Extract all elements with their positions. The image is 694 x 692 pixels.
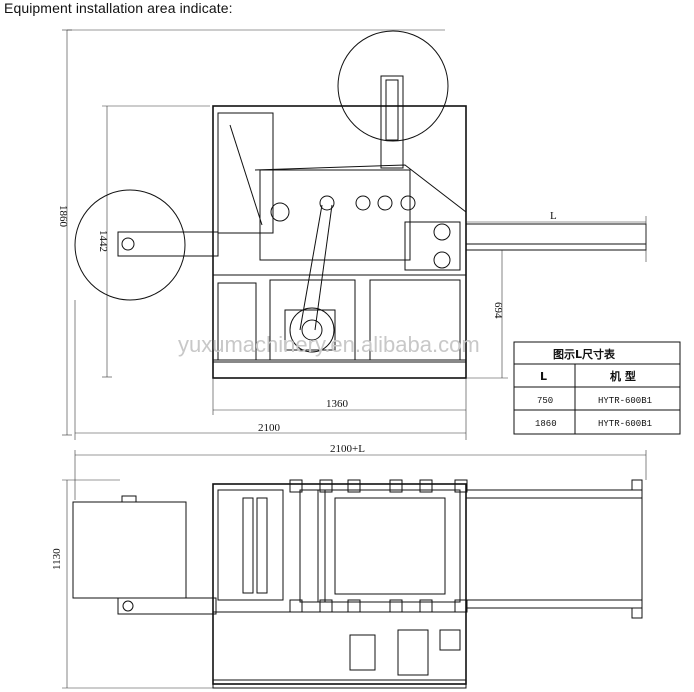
plan-left-roll	[72, 501, 187, 599]
dim-1860-label: 1860	[57, 205, 69, 228]
dim-2100L-label: 2100+L	[330, 443, 365, 455]
dim-2100-label: 2100	[258, 422, 281, 434]
left-roll	[74, 189, 186, 301]
top-roll	[337, 30, 449, 142]
page-title: Equipment installation area indicate:	[4, 0, 233, 16]
watermark: yuxumachinery.en.alibaba.com	[178, 332, 480, 357]
table-cell: HYTR-600B1	[598, 396, 652, 406]
table-header-model: 机 型	[610, 369, 636, 383]
dim-1360-label: 1360	[326, 398, 349, 410]
l-dimension-table	[513, 341, 681, 435]
table-header-l: L	[540, 370, 547, 383]
plan-view	[62, 450, 647, 689]
table-cell: HYTR-600B1	[598, 419, 652, 429]
outfeed-conveyor	[465, 223, 647, 251]
table-cell: 1860	[535, 419, 557, 429]
plan-outfeed-conveyor	[465, 489, 643, 609]
table-title: 图示L尺寸表	[553, 347, 616, 361]
front-view	[62, 29, 647, 440]
dim-1130-label: 1130	[51, 548, 63, 570]
dim-L-label: L	[550, 210, 557, 222]
table-cell: 750	[537, 396, 553, 406]
dim-694-label: 694	[492, 302, 504, 319]
dim-1442-label: 1442	[97, 230, 109, 252]
